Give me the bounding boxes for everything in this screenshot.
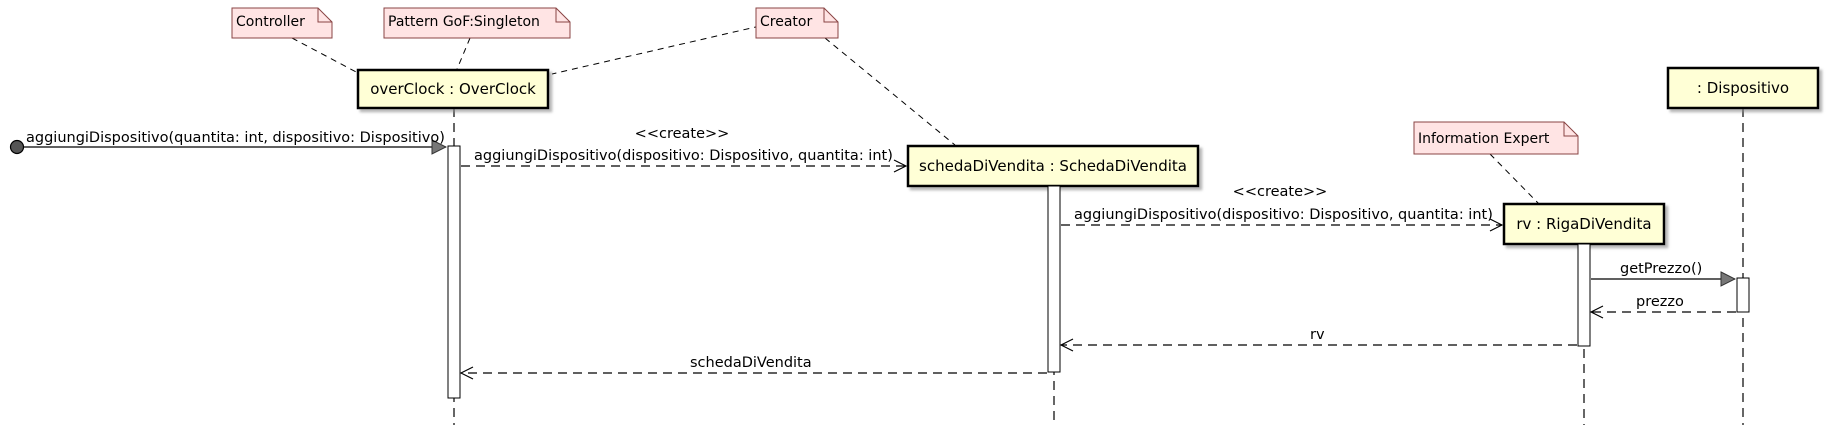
note-information-expert: Information Expert	[1413, 121, 1579, 155]
message-return-scheda[interactable]: schedaDiVendita	[461, 355, 1047, 373]
connector-creator-overclock	[551, 25, 761, 75]
message-create-scheda-label: aggiungiDispositivo(dispositivo: Disposi…	[474, 148, 893, 164]
activation-dispositivo	[1736, 277, 1750, 313]
note-controller: Controller	[231, 7, 333, 39]
message-return-scheda-label: schedaDiVendita	[690, 355, 812, 371]
connector-creator-scheda	[824, 37, 956, 146]
message-return-rv-label: rv	[1310, 327, 1325, 343]
found-message-endpoint	[9, 139, 25, 155]
note-creator-text: Creator	[760, 14, 812, 30]
note-connectors	[291, 25, 1541, 206]
note-info-expert-text: Information Expert	[1418, 131, 1550, 147]
message-return-rv[interactable]: rv	[1061, 327, 1577, 345]
lifeline-overclock-label: overClock : OverClock	[370, 80, 536, 98]
note-singleton-text: Pattern GoF:Singleton	[388, 14, 540, 30]
message-create-riga-stereotype: <<create>>	[1233, 184, 1328, 200]
activation-overclock	[447, 145, 461, 399]
connector-info-expert	[1489, 153, 1541, 206]
lifeline-overclock-head[interactable]: overClock : OverClock	[356, 68, 550, 110]
lifeline-dispositivo-label: : Dispositivo	[1697, 79, 1789, 97]
lifeline-scheda-head[interactable]: schedaDiVendita : SchedaDiVendita	[906, 144, 1200, 188]
message-create-riga-label: aggiungiDispositivo(dispositivo: Disposi…	[1074, 207, 1493, 223]
message-create-scheda[interactable]: <<create>> aggiungiDispositivo(dispositi…	[461, 126, 906, 166]
message-found-label: aggiungiDispositivo(quantita: int, dispo…	[26, 130, 445, 146]
message-create-riga[interactable]: <<create>> aggiungiDispositivo(dispositi…	[1061, 184, 1502, 225]
note-controller-text: Controller	[236, 14, 305, 30]
message-return-prezzo[interactable]: prezzo	[1591, 294, 1736, 312]
activation-scheda	[1047, 185, 1061, 373]
note-creator: Creator	[755, 7, 839, 39]
message-create-scheda-stereotype: <<create>>	[635, 126, 730, 142]
message-get-prezzo[interactable]: getPrezzo()	[1591, 261, 1735, 279]
message-found[interactable]: aggiungiDispositivo(quantita: int, dispo…	[9, 130, 447, 155]
lifeline-dispositivo-head[interactable]: : Dispositivo	[1666, 66, 1820, 110]
lifeline-riga-head[interactable]: rv : RigaDiVendita	[1502, 202, 1666, 246]
note-singleton: Pattern GoF:Singleton	[383, 7, 571, 39]
message-get-prezzo-label: getPrezzo()	[1620, 261, 1702, 277]
lifeline-riga-label: rv : RigaDiVendita	[1516, 215, 1651, 233]
activation-riga	[1577, 243, 1591, 347]
connector-singleton	[454, 37, 471, 75]
connector-controller	[291, 37, 361, 75]
lifeline-scheda-label: schedaDiVendita : SchedaDiVendita	[919, 157, 1187, 175]
message-return-prezzo-label: prezzo	[1636, 294, 1684, 310]
